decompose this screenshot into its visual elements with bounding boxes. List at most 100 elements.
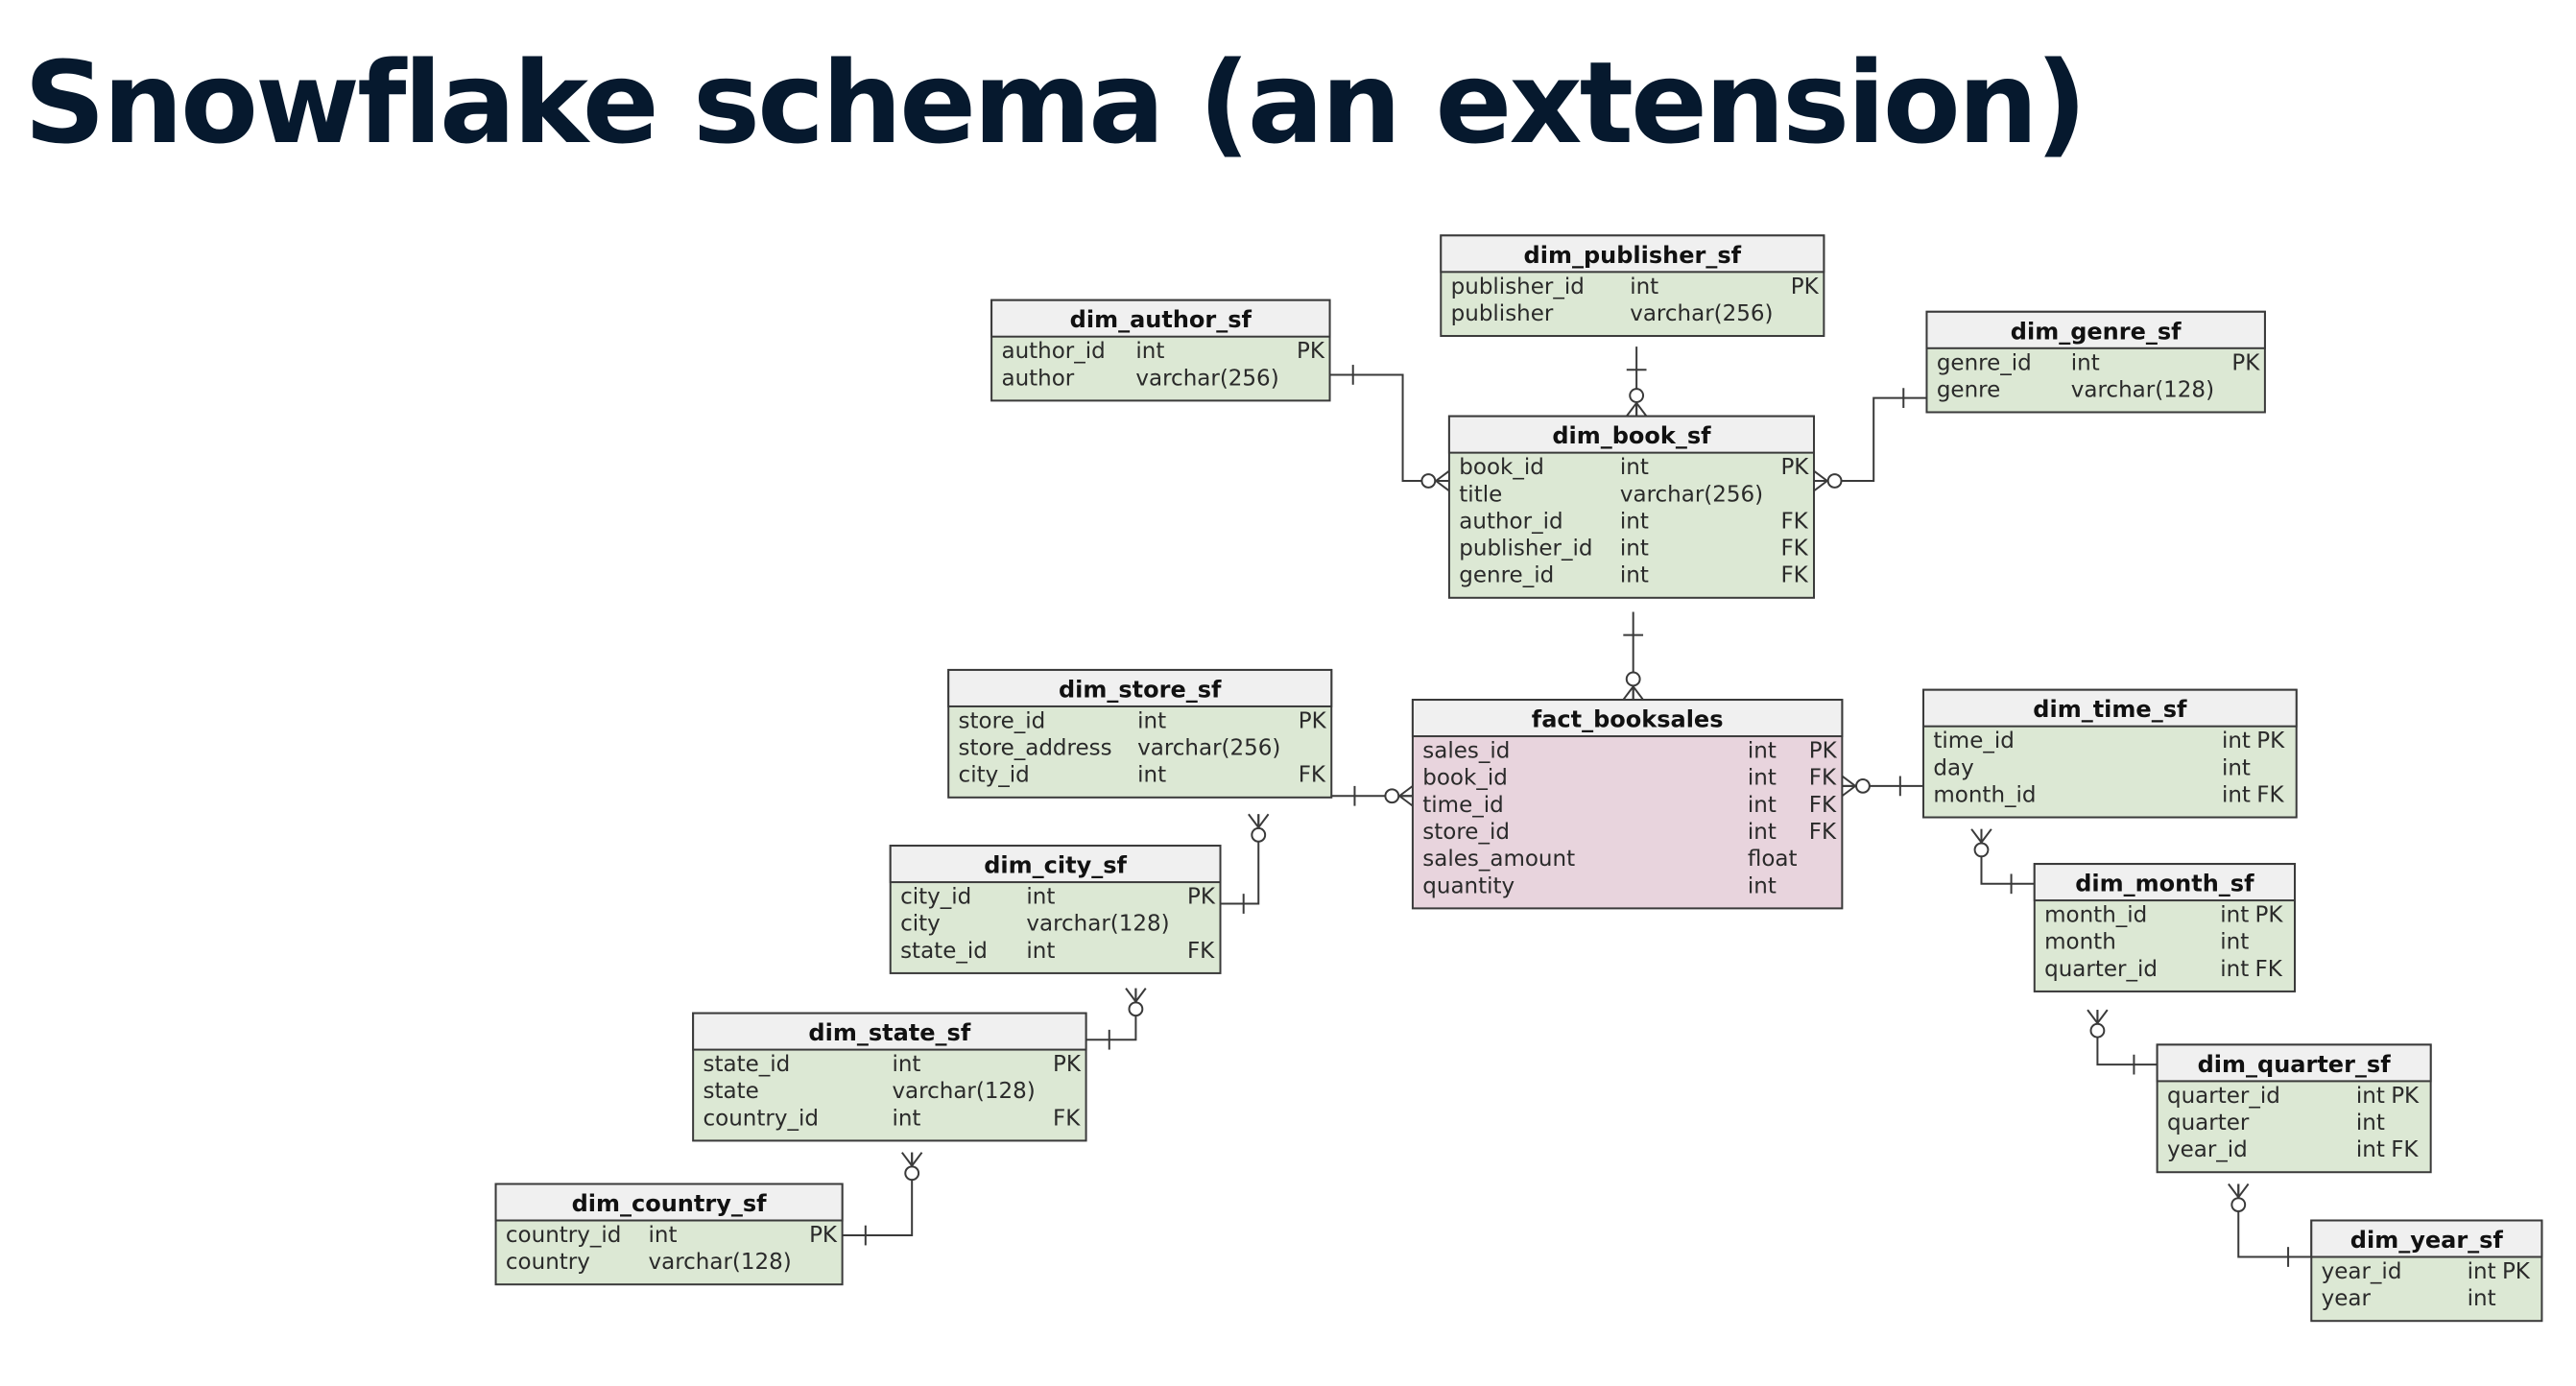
column-key: FK (1780, 563, 1808, 588)
column-type: int (2222, 782, 2251, 807)
entity-title: dim_genre_sf (2011, 318, 2182, 345)
entity-title: dim_country_sf (572, 1190, 768, 1217)
column-type: varchar(128) (2071, 377, 2214, 402)
column-type: varchar(256) (1137, 736, 1280, 761)
entity-title: dim_state_sf (808, 1019, 970, 1046)
column-name: genre (1937, 377, 2000, 402)
relationship-dim-store-sf-to-fact-booksales (1331, 785, 1414, 807)
column-key: PK (1299, 708, 1327, 733)
entity-header (947, 668, 1333, 707)
entity-title: dim_author_sf (1070, 306, 1252, 333)
column-name: title (1459, 482, 1502, 507)
column-name: country_id (704, 1106, 819, 1131)
column-row: store_id int PK (959, 708, 1327, 733)
column-name: store_id (959, 708, 1046, 733)
column-type: int (2071, 350, 2100, 375)
column-type: int (1620, 455, 1649, 480)
entity-title: dim_publisher_sf (1524, 242, 1742, 269)
column-type: int (1026, 939, 1055, 964)
column-type: int (2220, 930, 2249, 955)
column-row: state_id int FK (900, 939, 1215, 964)
entity-title: dim_month_sf (2075, 871, 2254, 897)
column-name: city_id (900, 885, 971, 910)
column-type: int (2468, 1286, 2496, 1311)
column-type: int (1620, 563, 1649, 588)
column-type: int (1748, 739, 1777, 764)
column-name: author_id (1001, 339, 1105, 364)
relationship-line (1329, 373, 1449, 483)
column-type: varchar(256) (1620, 482, 1763, 507)
column-name: author_id (1459, 509, 1562, 534)
column-key: PK (2256, 729, 2285, 753)
column-key: FK (1187, 939, 1215, 964)
column-type: int (2356, 1084, 2385, 1109)
column-name: sales_amount (1422, 847, 1575, 872)
column-type: varchar(256) (1630, 301, 1773, 326)
many-marker (2087, 1009, 2109, 1039)
relationship-line (1220, 814, 1260, 905)
column-name: country (506, 1250, 590, 1275)
column-key: FK (2391, 1137, 2419, 1162)
column-key: FK (1809, 766, 1837, 791)
column-name: city (900, 912, 941, 937)
column-name: state_id (900, 939, 988, 964)
column-type: varchar(128) (1026, 912, 1169, 937)
entity-header (990, 299, 1331, 338)
column-name: genre_id (1459, 563, 1554, 588)
column-key: PK (2255, 903, 2284, 928)
column-type: int (1137, 708, 1166, 733)
column-type: int (1135, 339, 1164, 364)
column-key: PK (1791, 275, 1820, 299)
entity-header (494, 1183, 844, 1222)
column-row: city varchar(128) (900, 912, 1170, 937)
column-name: month_id (1933, 782, 2036, 807)
column-key: FK (1780, 509, 1808, 534)
entity-header (692, 1012, 1087, 1051)
many-marker (1125, 988, 1147, 1017)
column-type: int (1630, 275, 1658, 299)
column-type: int (1748, 873, 1777, 898)
relationship-dim-genre-sf-to-dim-book-sf (1813, 388, 1927, 492)
column-type: int (2220, 903, 2249, 928)
column-name: publisher (1451, 301, 1554, 326)
relationship-dim-city-sf-to-dim-store-sf (1220, 813, 1270, 914)
slide-title: Snowflake schema (an extension) (24, 36, 2087, 169)
many-marker (1248, 813, 1270, 843)
column-name: year_id (2167, 1137, 2248, 1162)
column-type: int (2356, 1137, 2385, 1162)
column-name: author (1001, 366, 1074, 391)
relationship-line (1980, 828, 2035, 885)
entity-header (2033, 863, 2296, 902)
many-marker (1625, 388, 1648, 418)
column-row: publisher varchar(256) (1451, 301, 1774, 326)
column-key: PK (1187, 885, 1216, 910)
entity-header (1447, 415, 1815, 454)
entity-header (1922, 688, 2298, 728)
many-marker (1841, 775, 1871, 798)
column-row: title varchar(256) (1459, 482, 1763, 507)
